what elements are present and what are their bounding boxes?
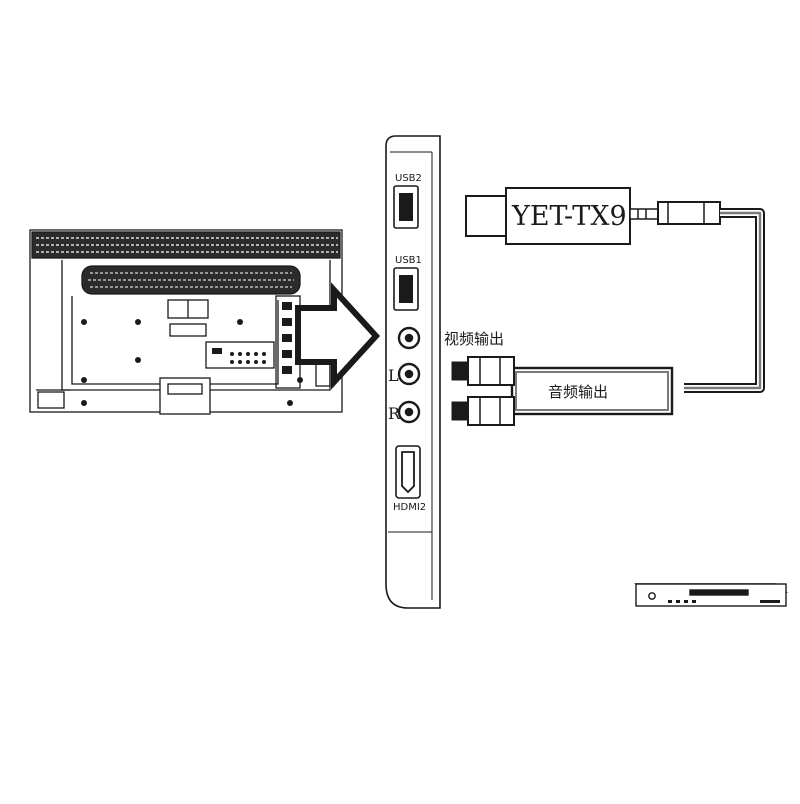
usb1-label: USB1 — [395, 255, 422, 266]
transmitter-assembly — [465, 187, 721, 245]
audio-out-label: 音频输出 — [548, 383, 608, 401]
transmitter-model-label: YET-TX9 — [511, 201, 627, 232]
usb2-port — [393, 185, 419, 229]
rca-plug-right-tip — [451, 401, 469, 421]
video-out-jack — [397, 326, 421, 350]
usb2-label: USB2 — [395, 173, 422, 184]
rca-plug-right — [467, 396, 515, 426]
tv-top-vent-slots — [36, 237, 338, 253]
tv-label-plate-small — [169, 323, 207, 337]
tv-mid-vent-slots — [88, 272, 294, 288]
audio-left-jack — [397, 362, 421, 386]
direction-arrow — [295, 282, 381, 390]
side-panel-outline — [385, 135, 441, 609]
usb1-port — [393, 267, 419, 311]
device-buttons — [668, 600, 696, 603]
audio-cable — [684, 208, 765, 393]
rca-plug-left — [467, 356, 515, 386]
receiver-device — [634, 583, 788, 607]
splitter-body — [510, 366, 674, 416]
device-disc-tray — [689, 589, 749, 596]
rca-splitter — [451, 356, 674, 426]
right-channel-label: R — [388, 404, 401, 423]
tv-side-panel — [385, 135, 441, 609]
transmitter-usb-plug — [465, 195, 507, 237]
hdmi2-label: HDMI2 — [393, 502, 426, 513]
hdmi2-port — [395, 445, 421, 499]
left-channel-label: L — [388, 366, 399, 385]
tv-connector-block — [205, 341, 275, 369]
video-out-label: 视频输出 — [444, 330, 504, 348]
transmitter-box — [505, 187, 631, 245]
device-power-knob — [648, 592, 656, 600]
transmitter-audio-jack — [629, 208, 659, 220]
audio-right-jack — [397, 400, 421, 424]
rca-plug-left-tip — [451, 361, 469, 381]
tv-corner-bracket — [37, 391, 65, 409]
